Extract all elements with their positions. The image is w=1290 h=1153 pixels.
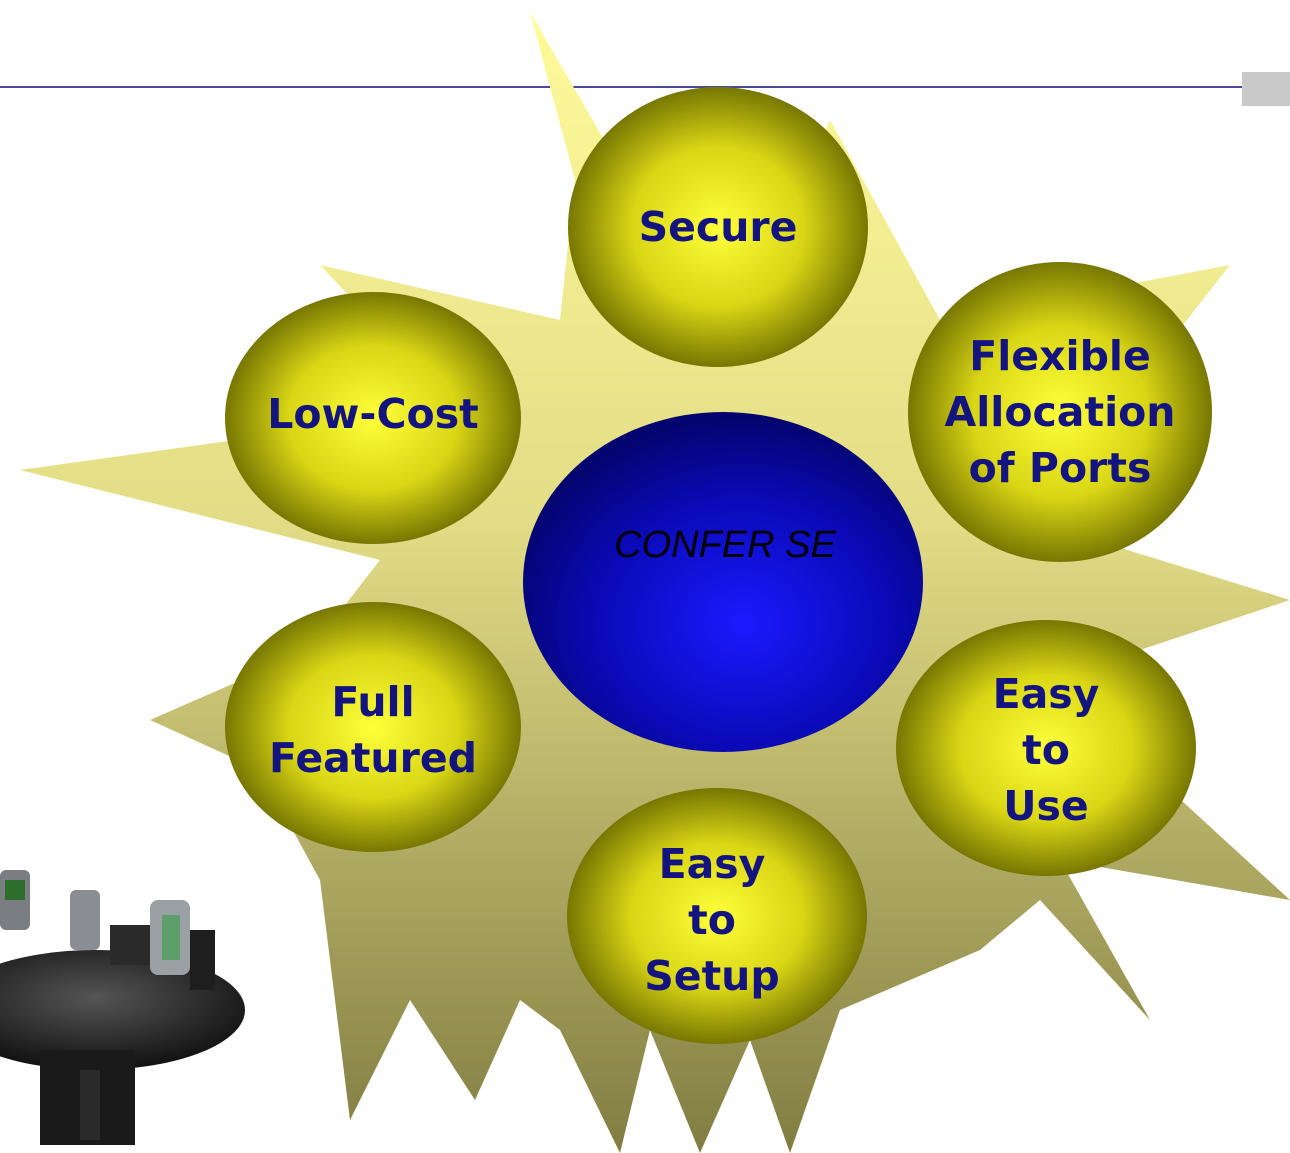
spoke-flexible-circle [908, 262, 1212, 562]
header-rule [0, 86, 1290, 88]
hub-label: CONFER SE [614, 523, 836, 566]
spoke-easy-setup-label: Easy to Setup [644, 840, 780, 1000]
corner-accent [1242, 72, 1290, 106]
spoke-easy-use-label: Easy to Use [992, 670, 1100, 830]
spoke-secure-circle [568, 87, 868, 367]
hub-circle [523, 412, 923, 752]
conference-table-icon [0, 870, 245, 1145]
spoke-low-cost-circle [225, 292, 521, 544]
spoke-secure-label: Secure [638, 203, 798, 251]
spoke-low-cost-label: Low-Cost [267, 390, 479, 438]
spoke-easy-setup-circle [567, 788, 867, 1044]
spoke-flexible-label: Flexible Allocation of Ports [944, 332, 1176, 492]
spoke-easy-use-circle [896, 620, 1196, 876]
spoke-full-featured-label: Full Featured [269, 678, 477, 782]
spoke-full-featured-circle [225, 602, 521, 852]
